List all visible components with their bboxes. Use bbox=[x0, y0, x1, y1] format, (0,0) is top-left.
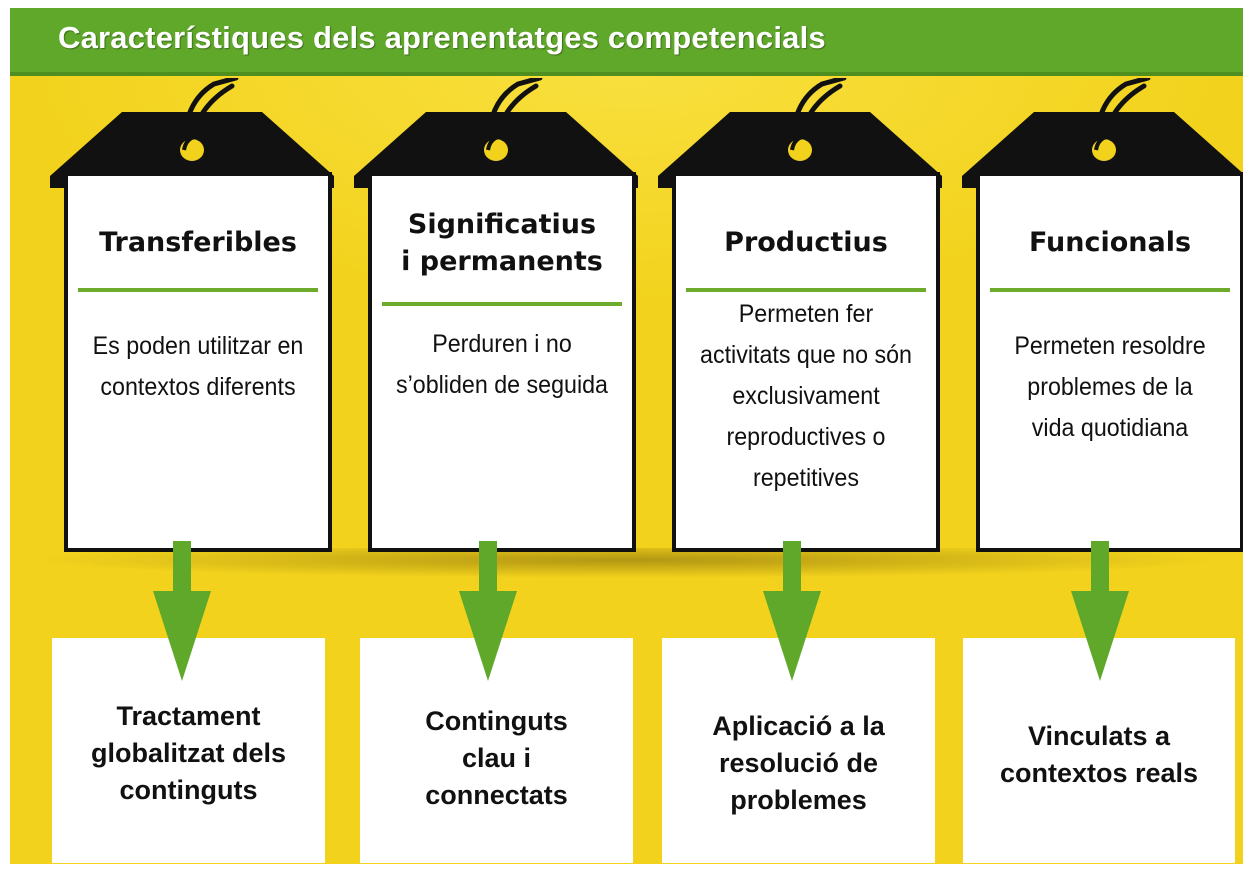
down-arrow-icon bbox=[147, 541, 217, 681]
tag-string-through-hole bbox=[1094, 135, 1114, 151]
tag-description-line: vida quotidiana bbox=[1031, 414, 1189, 442]
result-text-line: problemes bbox=[730, 785, 867, 815]
down-arrow-icon bbox=[1065, 541, 1135, 681]
tag-top bbox=[354, 78, 638, 188]
tag-description-line: Permeten resoldre bbox=[1014, 332, 1206, 360]
result-text: Tractament globalitzat dels continguts bbox=[52, 698, 325, 809]
tag-title: Significatius i permanents bbox=[372, 206, 632, 280]
result-text-line: globalitzat dels bbox=[90, 738, 287, 768]
tag-card: Transferibles Es poden utilitzar en contex… bbox=[64, 172, 332, 552]
result-box: Continguts clau i connectats bbox=[360, 638, 633, 863]
result-text-line: Aplicació a la bbox=[712, 711, 885, 741]
tag-description: Es poden utilitzar en contextos diferents bbox=[81, 326, 315, 408]
tag-top bbox=[50, 78, 334, 188]
result-text-line: Tractament bbox=[116, 701, 261, 731]
tag-description: Perduren i no s’obliden de seguida bbox=[385, 324, 619, 406]
result-text-line: continguts bbox=[119, 775, 258, 805]
tag-description-line: repetitives bbox=[753, 464, 859, 492]
result-text-line: clau i bbox=[461, 743, 532, 773]
tag-description-line: Perduren i no bbox=[432, 330, 572, 358]
tag-hole bbox=[788, 139, 812, 161]
down-arrow-shape bbox=[459, 541, 517, 681]
tag-description: Permeten fer activitats que no són exclusi… bbox=[689, 294, 923, 499]
tag-divider bbox=[382, 302, 622, 306]
tag-description: Permeten resoldre problemes de la vida quo… bbox=[993, 326, 1227, 449]
tag-top bbox=[962, 78, 1243, 188]
tag-title-line: i permanents bbox=[401, 246, 603, 277]
tag-string-through-hole bbox=[182, 135, 202, 151]
result-box: Tractament globalitzat dels continguts bbox=[52, 638, 325, 863]
tag-hole bbox=[180, 139, 204, 161]
tag-hole bbox=[484, 139, 508, 161]
down-arrow-icon bbox=[757, 541, 827, 681]
result-text-line: Continguts bbox=[425, 706, 568, 736]
tag-title-line: Productius bbox=[724, 227, 888, 258]
result-text-line: connectats bbox=[425, 780, 568, 810]
tag-title-line: Transferibles bbox=[99, 227, 297, 258]
title-bar: Característiques dels aprenentatges comp… bbox=[10, 8, 1243, 76]
result-text-line: contextos reals bbox=[999, 758, 1199, 788]
tag-title: Productius bbox=[676, 224, 936, 261]
tag-divider bbox=[78, 288, 318, 292]
down-arrow-icon bbox=[453, 541, 523, 681]
tag-description-line: Permeten fer bbox=[738, 300, 874, 328]
result-text-line: resolució de bbox=[718, 748, 879, 778]
tag-description-line: problemes de la bbox=[1027, 373, 1193, 401]
tag-divider bbox=[686, 288, 926, 292]
down-arrow-shape bbox=[153, 541, 211, 681]
tag-description-line: exclusivament bbox=[732, 382, 880, 410]
result-text: Continguts clau i connectats bbox=[360, 703, 633, 814]
tag-description-line: contextos diferents bbox=[100, 373, 296, 401]
down-arrow-shape bbox=[1071, 541, 1129, 681]
tag-string-through-hole bbox=[486, 135, 506, 151]
tag-divider bbox=[990, 288, 1230, 292]
down-arrow-shape bbox=[763, 541, 821, 681]
tag-title: Funcionals bbox=[980, 224, 1240, 261]
tag-top bbox=[658, 78, 942, 188]
slide-title: Característiques dels aprenentatges comp… bbox=[58, 20, 826, 55]
tag-title-line: Significatius bbox=[407, 209, 597, 240]
tag-string-through-hole bbox=[790, 135, 810, 151]
tag-title-line: Funcionals bbox=[1028, 227, 1192, 258]
result-text-line: Vinculats a bbox=[1027, 721, 1171, 751]
result-text: Vinculats a contextos reals bbox=[963, 718, 1235, 792]
tag-description-line: s’obliden de seguida bbox=[395, 371, 609, 399]
tags-shadow bbox=[30, 548, 1223, 578]
result-box: Aplicació a la resolució de problemes bbox=[662, 638, 935, 863]
tag-description-line: Es poden utilitzar en bbox=[92, 332, 304, 360]
result-text: Aplicació a la resolució de problemes bbox=[662, 708, 935, 819]
tag-title: Transferibles bbox=[68, 224, 328, 261]
tag-description-line: activitats que no són bbox=[700, 341, 912, 369]
tag-1: Transferibles Es poden utilitzar en contex… bbox=[36, 78, 348, 568]
tag-description-line: reproductives o bbox=[726, 423, 886, 451]
tag-hole bbox=[1092, 139, 1116, 161]
slide: Característiques dels aprenentatges comp… bbox=[10, 8, 1243, 864]
